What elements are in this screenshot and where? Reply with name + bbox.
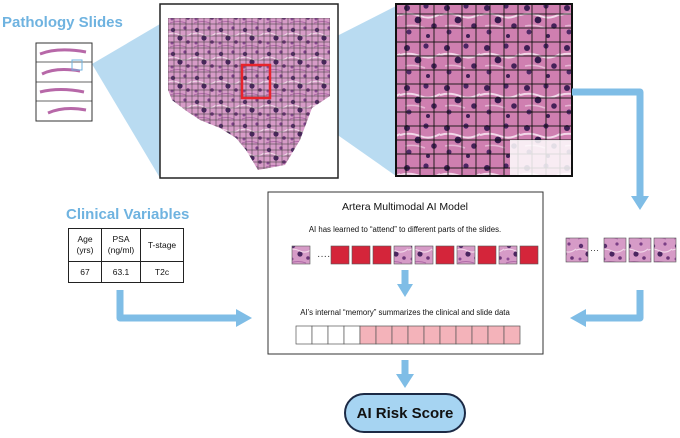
flow-arrows (116, 88, 644, 374)
arrow-clinical-to-model (116, 290, 236, 322)
model-title: Artera Multimodal AI Model (342, 201, 468, 213)
side-tile (653, 237, 677, 263)
clinical-variables-label: Clinical Variables (66, 206, 189, 223)
attention-tile (498, 245, 518, 265)
memory-cell-filled (359, 325, 377, 345)
attention-tile (291, 245, 311, 265)
value-psa: 63.1 (101, 261, 141, 283)
attention-ellipsis: ······ (317, 251, 337, 262)
header-psa: PSA (ng/ml) (101, 228, 141, 262)
arrowhead-right-in (236, 309, 252, 327)
memory-cell-filled (455, 325, 473, 345)
arrowhead-down-right (631, 196, 649, 210)
memory-caption: AI’s internal “memory” summarizes the cl… (300, 308, 510, 317)
header-age-text: Age (yrs) (76, 234, 94, 255)
attention-tile-row: ······ (291, 245, 539, 265)
attention-tile (414, 245, 434, 265)
pathology-slides-label: Pathology Slides (2, 14, 123, 31)
risk-score-pill (344, 393, 466, 433)
memory-cell-empty (343, 325, 361, 345)
side-ellipsis: ··· (590, 245, 599, 255)
arrowhead-memory (397, 284, 413, 297)
attention-tile-high (519, 245, 539, 265)
pathology-slide-large (159, 3, 339, 179)
pathology-slide-zoom (395, 3, 573, 177)
memory-cell-empty (311, 325, 329, 345)
memory-cell-filled (439, 325, 457, 345)
arrow-tiles-to-model (586, 290, 644, 322)
zoom-cone-left (92, 24, 160, 178)
side-tile-row: ··· (565, 237, 677, 263)
attention-tile-high (435, 245, 455, 265)
clinical-table-values: 67 63.1 T2c (68, 261, 184, 283)
header-tstage: T-stage (140, 228, 184, 262)
attention-tile (456, 245, 476, 265)
header-age: Age (yrs) (68, 228, 102, 262)
arrowhead-left-in (570, 309, 586, 327)
arrow-zoom-to-tiles (572, 88, 644, 196)
clinical-table-header: Age (yrs) PSA (ng/ml) T-stage (68, 228, 184, 262)
memory-cell-filled (471, 325, 489, 345)
memory-cell-filled (391, 325, 409, 345)
memory-cell-row (295, 325, 521, 345)
memory-cell-empty (327, 325, 345, 345)
slide-thumbnails (35, 42, 93, 122)
header-tstage-text: T-stage (147, 239, 177, 250)
attention-tile (393, 245, 413, 265)
memory-cell-filled (423, 325, 441, 345)
side-tile (603, 237, 627, 263)
memory-cell-filled (407, 325, 425, 345)
zoom-highlight-box (240, 63, 272, 100)
header-psa-text: PSA (ng/ml) (107, 234, 135, 255)
attention-tile-high (477, 245, 497, 265)
attention-tile-high (372, 245, 392, 265)
value-age: 67 (68, 261, 102, 283)
attend-caption: AI has learned to “attend” to different … (309, 225, 501, 234)
attention-tile-high (351, 245, 371, 265)
value-tstage: T2c (140, 261, 184, 283)
attention-tile-high (330, 245, 350, 265)
clinical-variables-table: Age (yrs) PSA (ng/ml) T-stage 67 63.1 T2… (68, 228, 184, 283)
memory-cell-filled (487, 325, 505, 345)
arrow-heads (236, 196, 649, 388)
memory-cell-filled (503, 325, 521, 345)
memory-cell-filled (375, 325, 393, 345)
arrowhead-risk (396, 374, 414, 388)
side-tile (565, 237, 589, 263)
side-tile (628, 237, 652, 263)
risk-score-label: AI Risk Score (357, 405, 454, 422)
memory-cell-empty (295, 325, 313, 345)
